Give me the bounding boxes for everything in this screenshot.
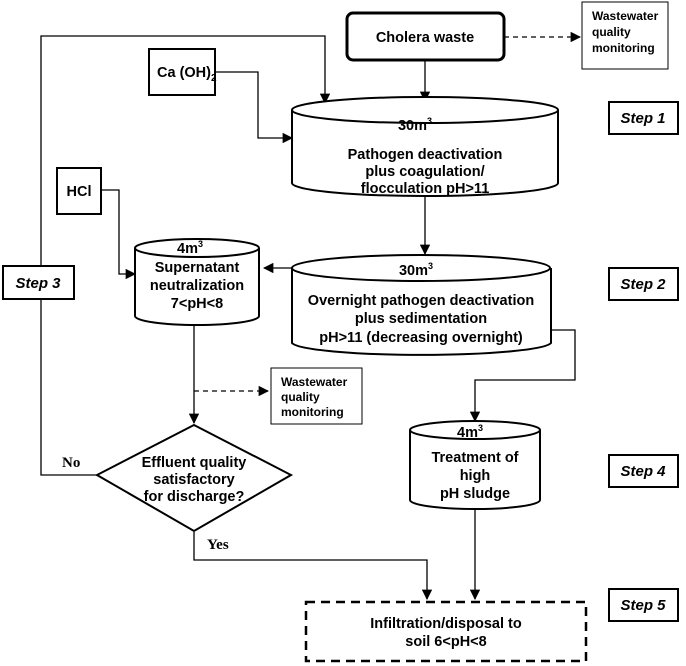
edge-hcl-to-tank3 (101, 189, 137, 280)
step-1-label: Step 1 (620, 110, 665, 127)
connectors (40, 31, 582, 601)
caoh2-box: Ca (OH)2 (148, 48, 217, 96)
edge-decision-yes (193, 532, 433, 601)
edge-decision-no (40, 300, 97, 476)
edge-tank2-to-tank4 (469, 329, 576, 423)
monitoring-mid-line-1: Wastewater (281, 375, 348, 389)
monitoring-mid-line-2: quality (281, 390, 320, 404)
tank3-line-3: 7<pH<8 (171, 296, 223, 312)
step-4-label: Step 4 (620, 463, 666, 480)
tank4-line-2: high (460, 468, 491, 484)
decision-line-2: satisfactory (153, 472, 234, 488)
step-5-box: Step 5 (608, 588, 679, 622)
tank2-volume: 30m3 (399, 261, 433, 279)
caoh2-label: Ca (OH)2 (157, 65, 217, 84)
tank1-volume: 30m3 (398, 116, 432, 134)
disposal-line-1: Infiltration/disposal to (370, 616, 522, 632)
step-3-label: Step 3 (15, 275, 61, 292)
monitoring-top-line-2: quality (592, 25, 631, 39)
tank3-line-2: neutralization (150, 278, 244, 294)
tank4-line-1: Treatment of (431, 450, 518, 466)
tank-step2: 30m3 Overnight pathogen deactivation plu… (291, 254, 552, 356)
tank1-line-1: Pathogen deactivation (348, 147, 503, 163)
monitoring-top-line-3: monitoring (592, 41, 655, 55)
step-2-label: Step 2 (620, 276, 666, 293)
decision-diamond: Effluent quality satisfactory for discha… (94, 423, 294, 533)
cholera-waste-box: Cholera waste (345, 11, 506, 62)
tank2-line-2: plus sedimentation (355, 311, 487, 327)
tank4-line-3: pH sludge (440, 486, 510, 502)
hcl-label: HCl (67, 184, 92, 200)
tank4-volume: 4m3 (457, 423, 483, 441)
cholera-waste-label: Cholera waste (376, 30, 474, 46)
disposal-box: Infiltration/disposal to soil 6<pH<8 (304, 600, 588, 663)
decision-line-3: for discharge? (144, 489, 245, 505)
edge-label-no: No (62, 455, 80, 471)
edge-label-yes: Yes (207, 537, 229, 553)
tank1-line-2: plus coagulation/ (365, 164, 484, 180)
tank3-line-1: Supernatant (155, 260, 240, 276)
tank3-volume: 4m3 (177, 239, 203, 257)
tank2-line-1: Overnight pathogen deactivation (308, 293, 534, 309)
monitoring-box-top: Wastewater quality monitoring (581, 1, 669, 70)
tank-step1: 30m3 Pathogen deactivation plus coagulat… (291, 96, 559, 197)
step-4-box: Step 4 (608, 454, 679, 488)
step-2-box: Step 2 (608, 267, 679, 301)
edge-recycle-to-tank1 (40, 35, 331, 265)
tank2-line-3: pH>11 (decreasing overnight) (319, 330, 523, 346)
monitoring-top-line-1: Wastewater (592, 9, 659, 23)
monitoring-mid-line-3: monitoring (281, 405, 344, 419)
tank-step4-sludge: 4m3 Treatment of high pH sludge (409, 420, 541, 510)
decision-line-1: Effluent quality (142, 455, 247, 471)
tank-step3-neutralization: 4m3 Supernatant neutralization 7<pH<8 (134, 238, 260, 326)
hcl-box: HCl (56, 167, 102, 215)
step-5-label: Step 5 (620, 597, 666, 614)
step-1-box: Step 1 (608, 101, 679, 135)
edge-caoh2-to-tank1 (215, 71, 294, 144)
disposal-line-2: soil 6<pH<8 (405, 634, 486, 650)
tank1-line-3: flocculation pH>11 (361, 181, 490, 197)
step-3-box: Step 3 (2, 265, 75, 300)
monitoring-box-mid: Wastewater quality monitoring (270, 367, 363, 425)
